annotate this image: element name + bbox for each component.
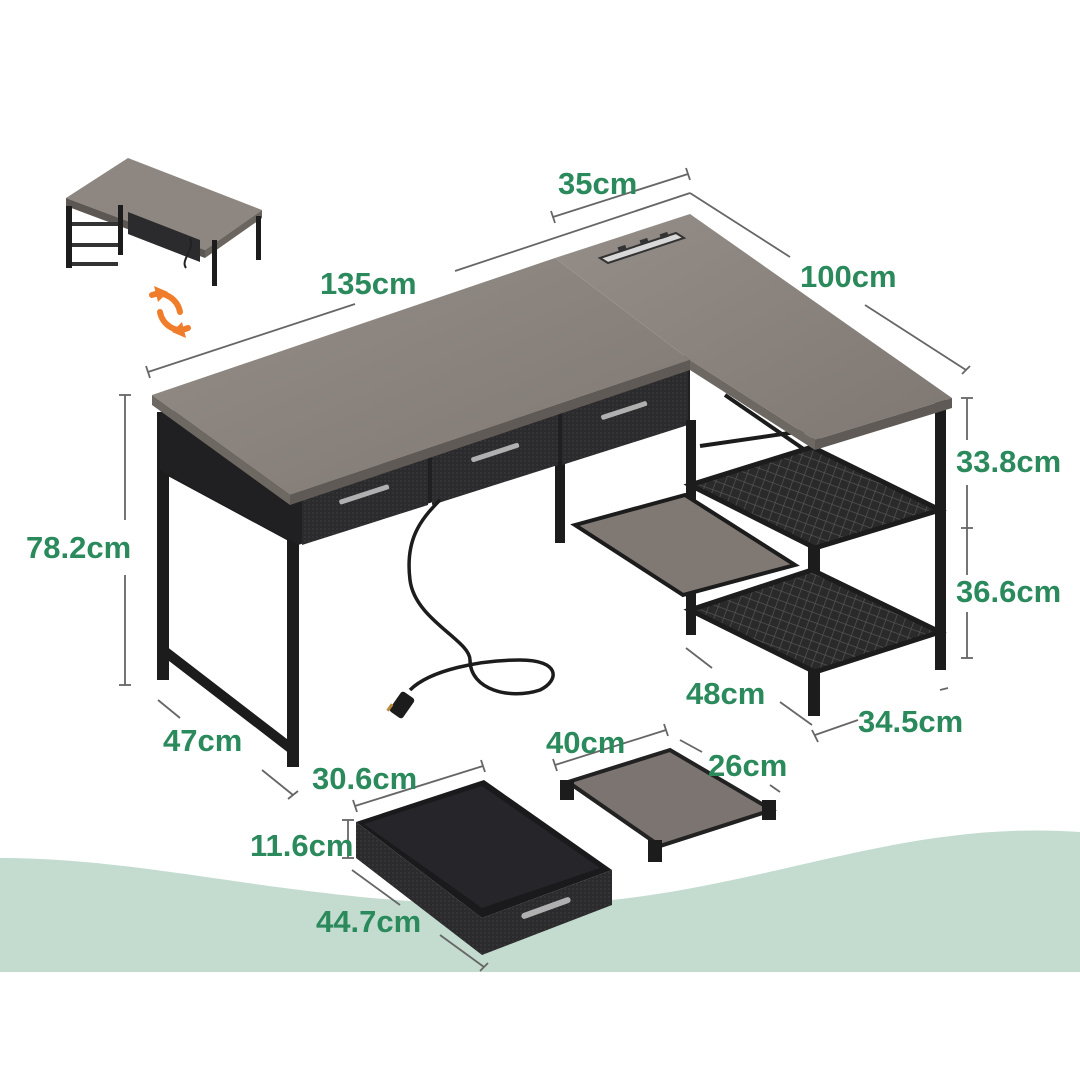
dimension-desk-depth: 47cm <box>163 723 243 758</box>
power-plug <box>386 691 415 719</box>
dimension-desk-height: 78.2cm <box>26 530 132 565</box>
dimension-tray-depth: 26cm <box>708 748 788 783</box>
dimension-main-length: 135cm <box>320 266 417 301</box>
drawer-2 <box>432 405 558 505</box>
background-wave <box>0 830 1080 972</box>
power-outlet-strip <box>597 231 687 265</box>
dimension-drawer-length: 44.7cm <box>316 904 422 939</box>
drawer-3 <box>562 365 688 465</box>
dimension-tray-length: 40cm <box>546 725 626 760</box>
under-desk-tray <box>570 492 800 598</box>
upper-mesh-shelf <box>683 444 947 551</box>
detached-fabric-drawer <box>356 780 612 955</box>
dimension-lines <box>119 167 973 972</box>
drawer-1 <box>302 446 428 545</box>
swap-arrows-icon <box>149 286 191 338</box>
dimension-side-length: 100cm <box>800 259 897 294</box>
dimension-shelf-width: 48cm <box>686 676 766 711</box>
desktop-surface <box>152 214 952 505</box>
dimension-drawer-width: 30.6cm <box>312 761 418 796</box>
dimension-shelf-depth: 34.5cm <box>858 704 964 739</box>
reversible-preview-thumbnail <box>66 158 262 286</box>
dimension-shelf-upper: 33.8cm <box>956 444 1062 479</box>
lower-mesh-shelf <box>683 567 947 675</box>
dimension-top-depth: 35cm <box>558 166 638 201</box>
detached-tray <box>560 747 777 862</box>
l-shaped-desk <box>152 214 952 767</box>
dimension-drawer-height: 11.6cm <box>250 828 354 863</box>
power-cord <box>407 498 555 696</box>
dimension-shelf-lower: 36.6cm <box>956 574 1062 609</box>
